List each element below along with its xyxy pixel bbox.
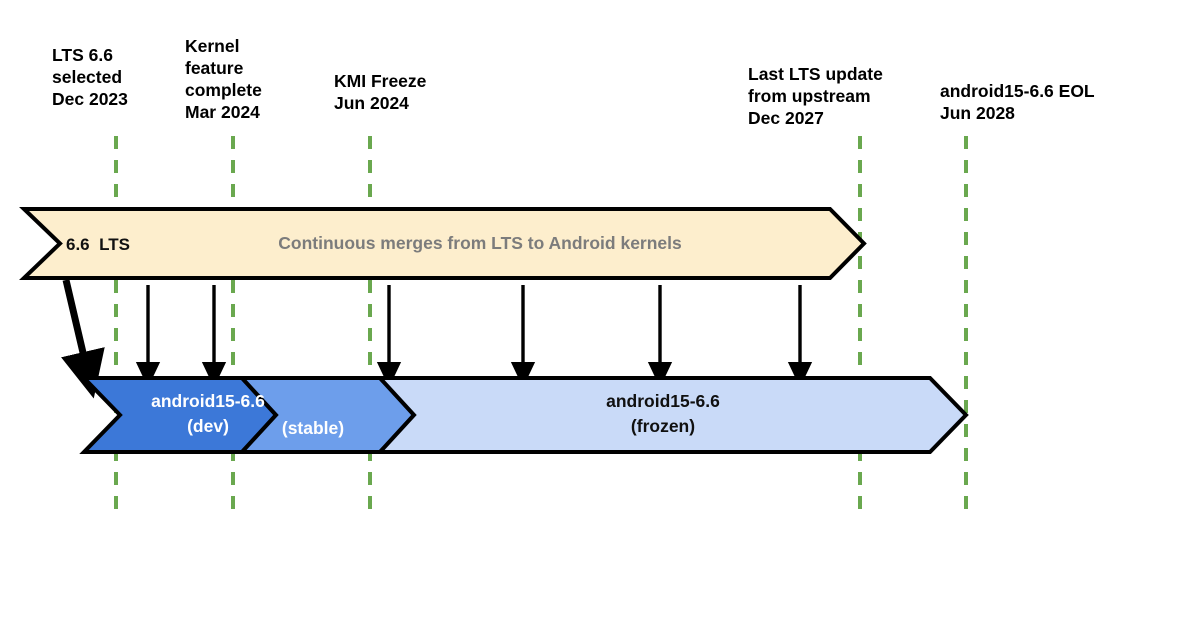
android-segment-label-frozen: android15-6.6 (frozen) xyxy=(606,391,720,436)
android-segment-frozen xyxy=(375,376,969,454)
lts-banner-shape xyxy=(19,207,867,280)
milestone-label-lts-selected: LTS 6.6 selected Dec 2023 xyxy=(52,45,128,109)
milestone-label-feature-complete: Kernel feature complete Mar 2024 xyxy=(185,36,262,122)
milestone-label-kmi-freeze: KMI Freeze Jun 2024 xyxy=(334,71,427,113)
milestone-label-last-lts-update: Last LTS update from upstream Dec 2027 xyxy=(748,64,883,128)
lts-banner-polygon xyxy=(19,207,867,280)
milestone-label-eol: android15-6.6 EOL Jun 2028 xyxy=(940,81,1095,123)
android-banner-shape xyxy=(79,376,969,454)
android-segment-label-dev: android15-6.6 (dev) xyxy=(151,391,265,436)
android-segment-label-stable: (stable) xyxy=(281,418,345,438)
merge-arrows xyxy=(61,279,813,399)
lts-banner-caption: Continuous merges from LTS to Android ke… xyxy=(278,232,682,253)
lts-banner-title: 6.6 LTS xyxy=(66,234,130,254)
merge-arrow-diagonal xyxy=(61,279,105,399)
